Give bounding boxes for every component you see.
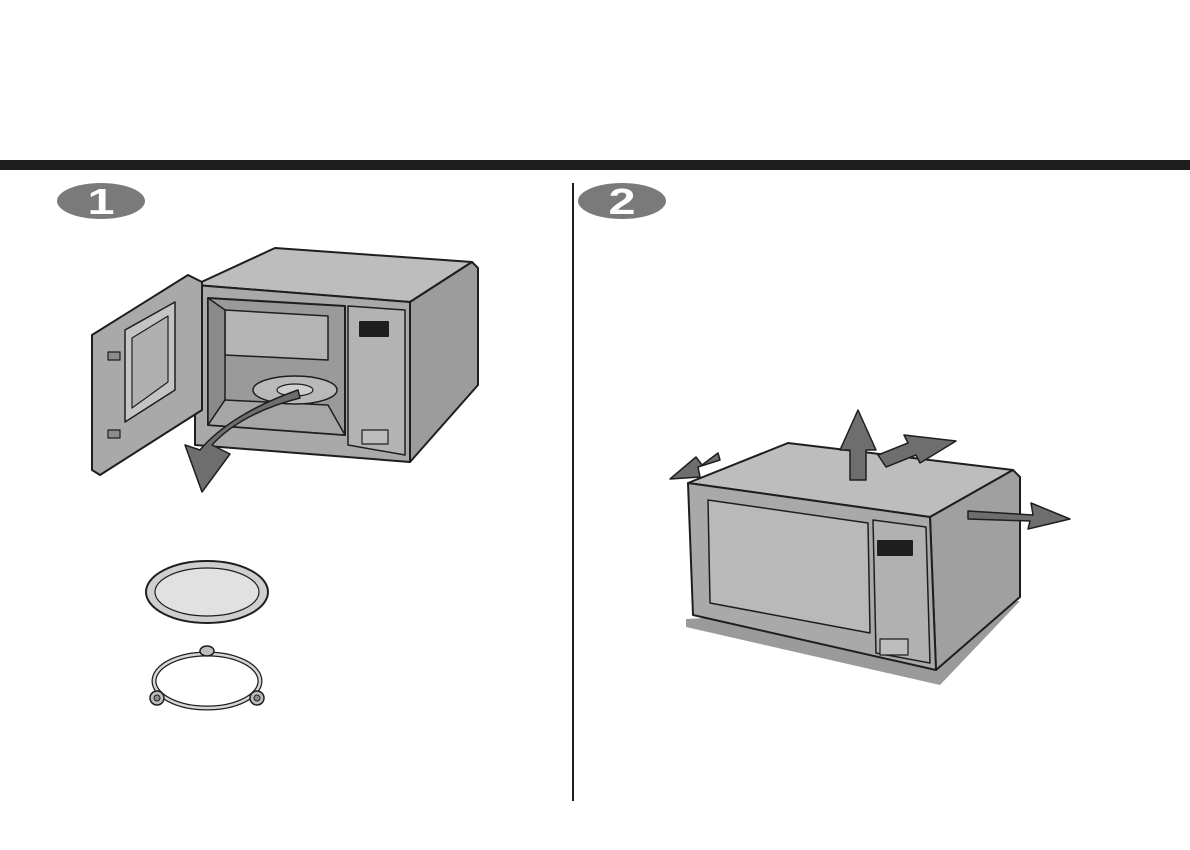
step-1-badge: 1: [57, 183, 145, 219]
step-2-number: 2: [608, 184, 635, 220]
microwave-clearance-illustration: [668, 405, 1078, 690]
step-2-badge: 2: [578, 183, 666, 219]
header-rule: [0, 160, 1190, 170]
glass-tray-icon: [143, 557, 271, 627]
roller-ring-icon: [145, 643, 270, 713]
step-1-number: 1: [87, 184, 114, 220]
column-divider: [572, 183, 574, 801]
microwave-open-door-illustration: [80, 240, 500, 500]
